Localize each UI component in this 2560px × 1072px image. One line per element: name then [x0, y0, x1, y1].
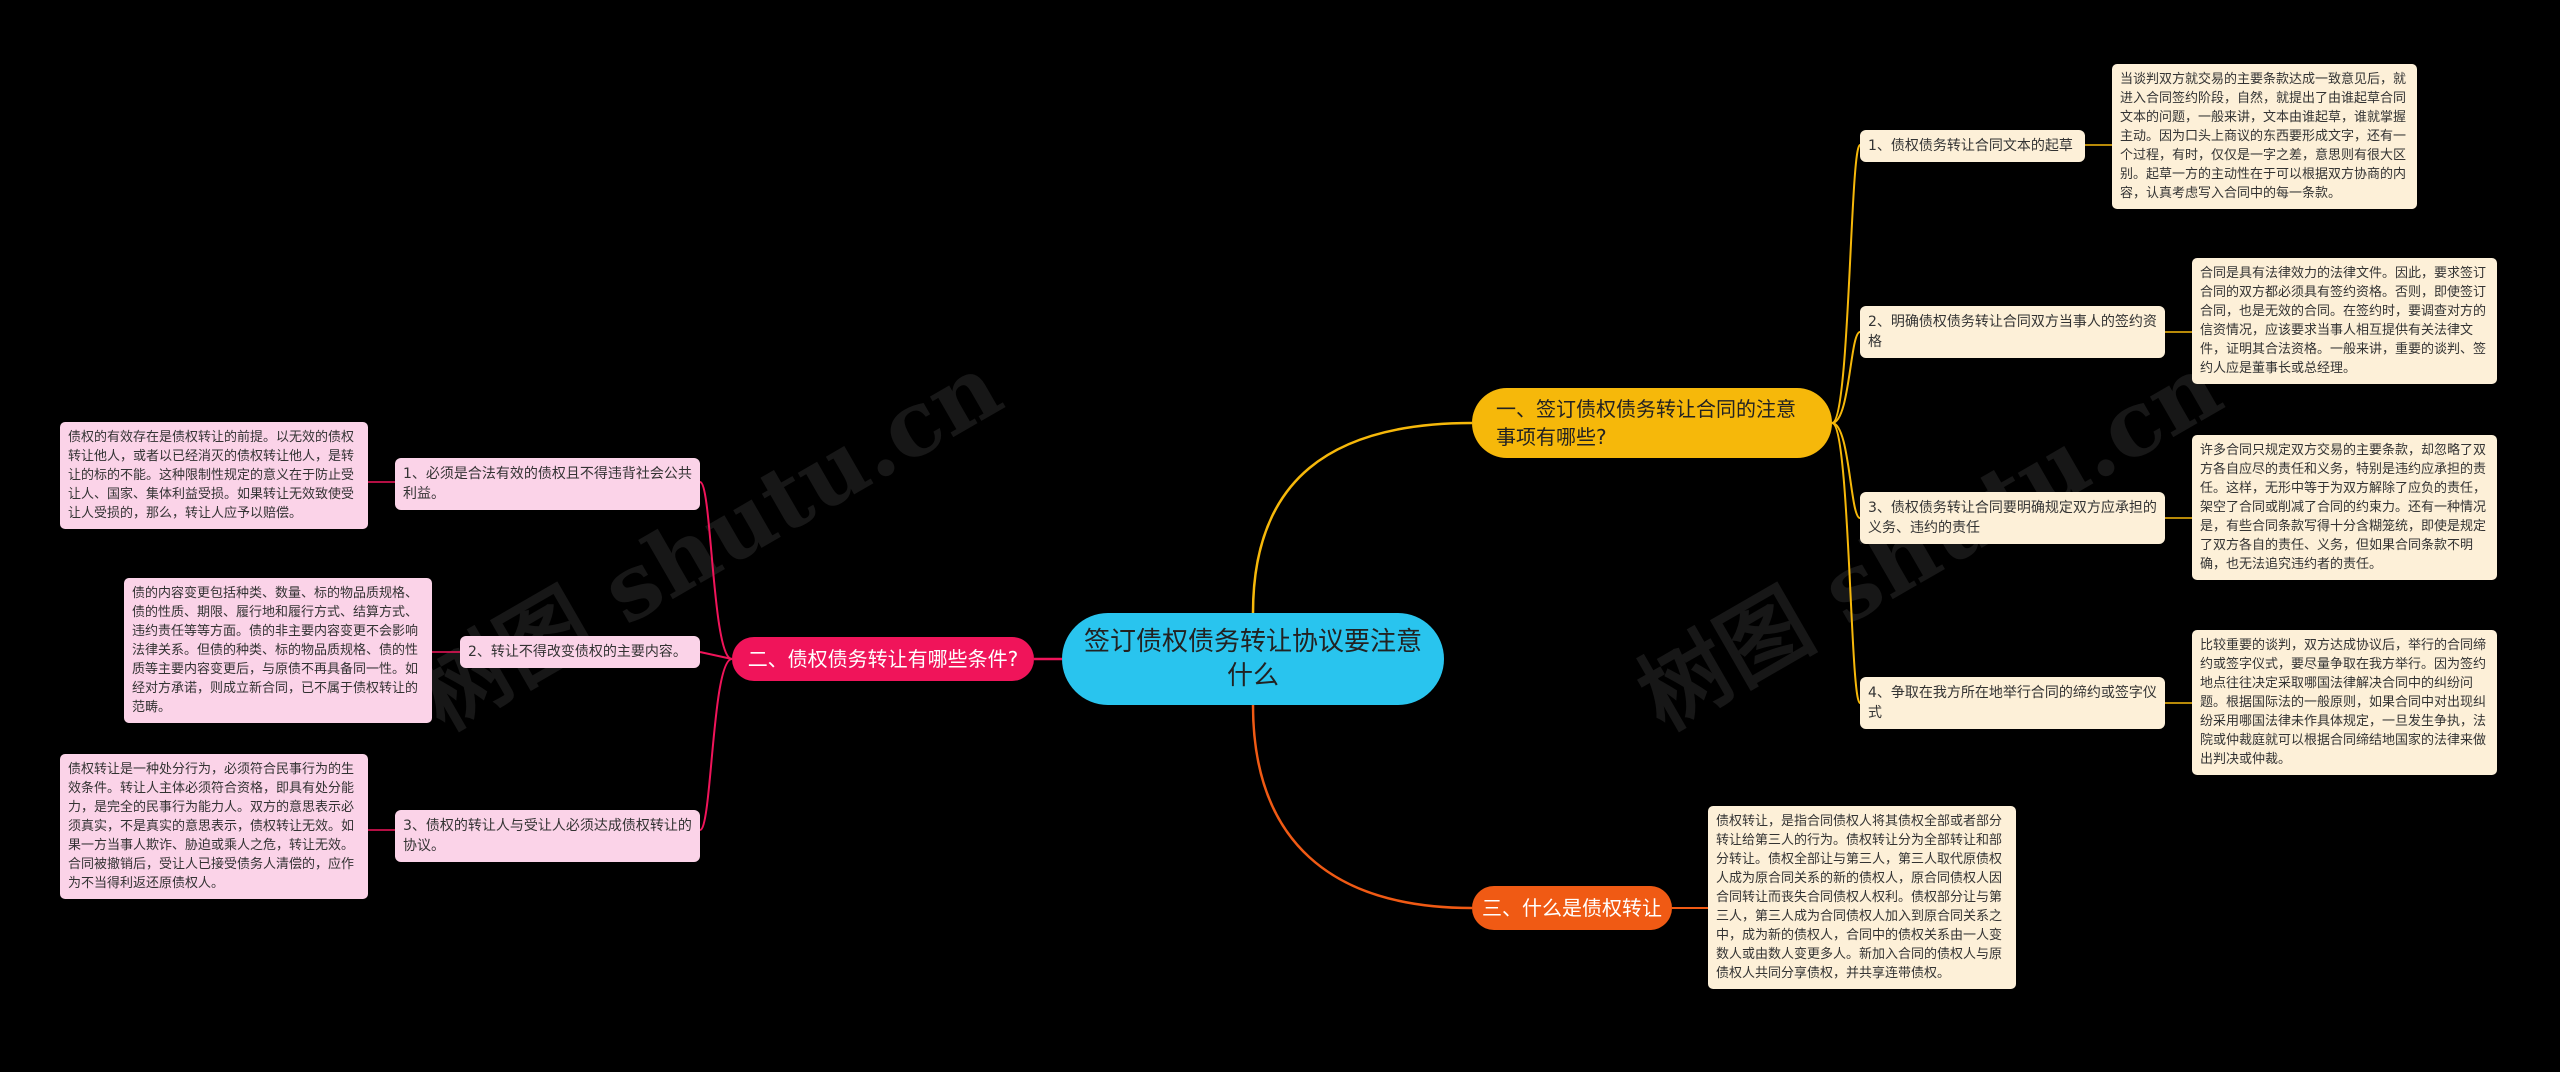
branch-1-item-1-detail: 当谈判双方就交易的主要条款达成一致意见后，就进入合同签约阶段，自然，就提出了由谁…	[2112, 64, 2417, 209]
branch-3-label: 三、什么是债权转让	[1482, 896, 1662, 920]
branch-2-item-2[interactable]: 2、转让不得改变债权的主要内容。	[460, 636, 700, 668]
branch-1-item-2-detail: 合同是具有法律效力的法律文件。因此，要求签订合同的双方都必须具有签约资格。否则，…	[2192, 258, 2497, 384]
branch-1-item-3-detail: 许多合同只规定双方交易的主要条款，却忽略了双方各自应尽的责任和义务，特别是违约应…	[2192, 435, 2497, 580]
branch-1-item-3[interactable]: 3、债权债务转让合同要明确规定双方应承担的义务、违约的责任	[1860, 492, 2165, 544]
branch-1-item-4[interactable]: 4、争取在我方所在地举行合同的缔约或签字仪式	[1860, 677, 2165, 729]
branch-3-topic[interactable]: 三、什么是债权转让	[1472, 886, 1672, 930]
branch-3-detail: 债权转让，是指合同债权人将其债权全部或者部分转让给第三人的行为。债权转让分为全部…	[1708, 806, 2016, 989]
branch-1-topic[interactable]: 一、签订债权债务转让合同的注意事项有哪些?	[1472, 388, 1832, 458]
branch-1-item-2[interactable]: 2、明确债权债务转让合同双方当事人的签约资格	[1860, 306, 2165, 358]
branch-2-item-1[interactable]: 1、必须是合法有效的债权且不得违背社会公共利益。	[395, 458, 700, 510]
branch-1-item-4-detail: 比较重要的谈判，双方达成协议后，举行的合同缔约或签字仪式，要尽量争取在我方举行。…	[2192, 630, 2497, 775]
branch-2-item-2-detail: 债的内容变更包括种类、数量、标的物品质规格、债的性质、期限、履行地和履行方式、结…	[124, 578, 432, 723]
branch-1-label: 一、签订债权债务转让合同的注意事项有哪些?	[1496, 397, 1796, 449]
root-topic[interactable]: 签订债权债务转让协议要注意什么	[1062, 613, 1444, 705]
branch-2-item-3-detail: 债权转让是一种处分行为，必须符合民事行为的生效条件。转让人主体必须符合资格，即具…	[60, 754, 368, 899]
root-topic-label: 签订债权债务转让协议要注意什么	[1083, 627, 1422, 691]
branch-1-item-1[interactable]: 1、债权债务转让合同文本的起草	[1860, 130, 2085, 162]
branch-2-item-3[interactable]: 3、债权的转让人与受让人必须达成债权转让的协议。	[395, 810, 700, 862]
branch-2-item-1-detail: 债权的有效存在是债权转让的前提。以无效的债权转让他人，或者以已经消灭的债权转让他…	[60, 422, 368, 529]
branch-2-topic[interactable]: 二、债权债务转让有哪些条件?	[732, 637, 1034, 681]
branch-2-label: 二、债权债务转让有哪些条件?	[747, 647, 1019, 671]
